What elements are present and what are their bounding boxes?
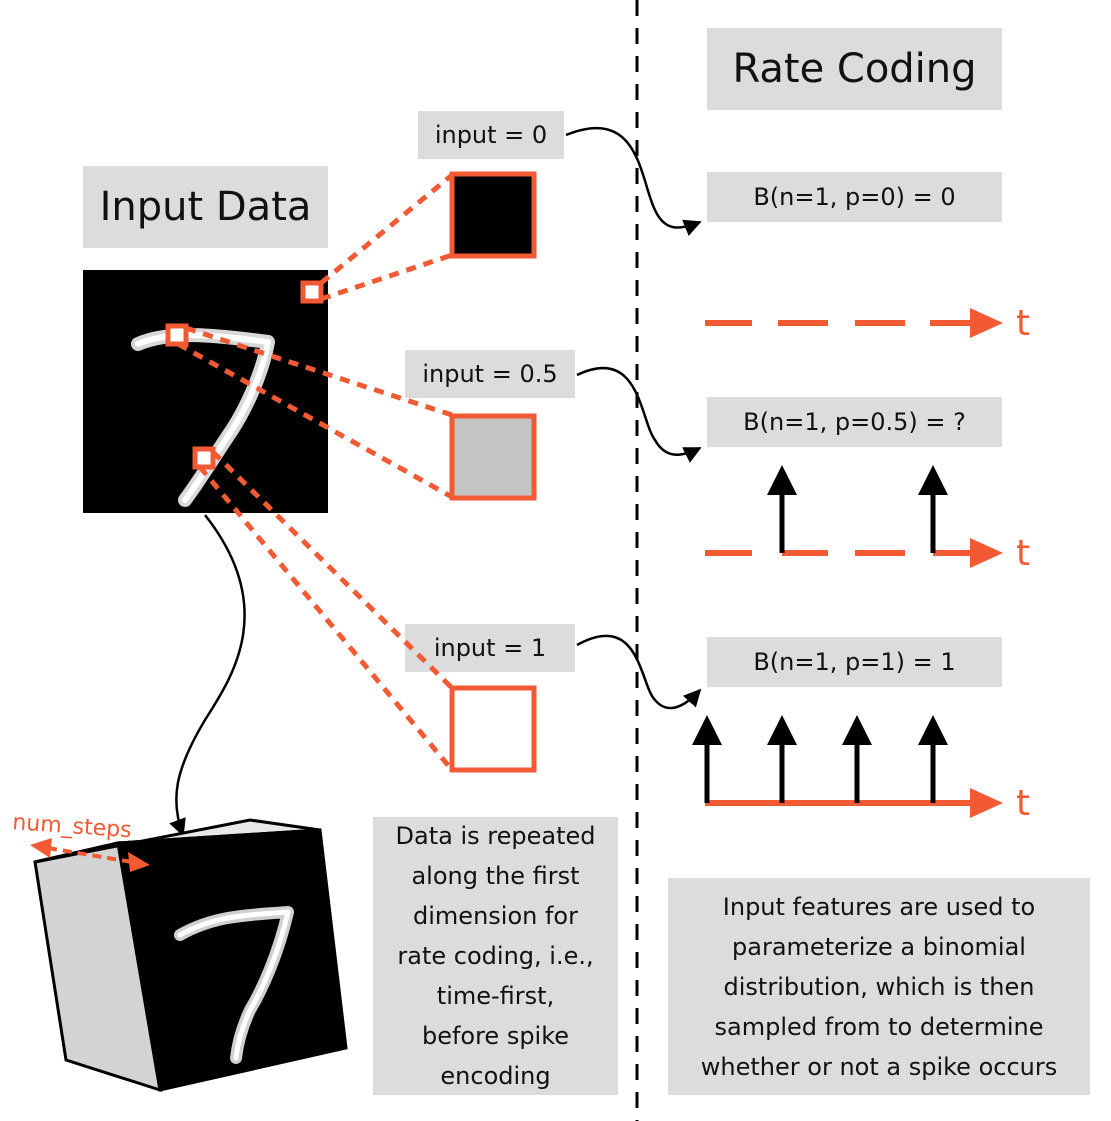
- left-note-line: dimension for: [413, 902, 578, 930]
- left-note-line: rate coding, i.e.,: [397, 942, 594, 970]
- zoomed-pixel-1: [449, 685, 537, 773]
- left-note-line: before spike: [421, 1022, 570, 1050]
- time-axis-label: t: [1016, 533, 1030, 574]
- formula-box-0: B(n=1, p=0) = 0: [707, 172, 1002, 222]
- timeline-no-spikes: [705, 308, 1003, 338]
- right-note-line: whether or not a spike occurs: [700, 1052, 1058, 1081]
- timeline-two-spikes: [705, 465, 1003, 568]
- time-axis-label: t: [1016, 303, 1030, 344]
- input-label-1: input = 1: [405, 624, 575, 672]
- zoomed-pixel-0: [449, 171, 537, 259]
- left-note: Data is repeated along the first dimensi…: [373, 817, 618, 1095]
- pixel-marker-0: [300, 280, 324, 304]
- right-note-line: Input features are used to: [722, 892, 1036, 921]
- input-data-title: Input Data: [83, 166, 328, 248]
- repeated-data-cube: [33, 818, 348, 1093]
- pixel-marker-1: [192, 446, 216, 470]
- mnist-digit-image: [83, 270, 328, 513]
- curve-arrow-1: [576, 634, 702, 710]
- zoomed-pixel-half: [449, 413, 537, 501]
- timeline-four-spikes: [692, 715, 1003, 818]
- right-note-line: parameterize a binomial: [732, 932, 1026, 961]
- rate-coding-title: Rate Coding: [707, 28, 1002, 110]
- curve-arrow-0: [565, 126, 702, 236]
- right-note-line: distribution, which is then: [723, 972, 1035, 1001]
- pixel-marker-half: [165, 323, 189, 347]
- left-note-line: time-first,: [436, 982, 555, 1010]
- right-note-line: sampled from to determine: [714, 1012, 1044, 1041]
- right-note: Input features are used to parameterize …: [668, 878, 1090, 1095]
- left-note-line: Data is repeated: [395, 822, 596, 850]
- zoom-connectors: [176, 173, 454, 772]
- left-note-line: along the first: [411, 862, 580, 890]
- image-to-cube-arrow: [169, 514, 246, 837]
- left-note-line: encoding: [440, 1062, 551, 1090]
- input-label-0: input = 0: [418, 111, 564, 159]
- time-axis-label: t: [1016, 783, 1030, 824]
- formula-box-half: B(n=1, p=0.5) = ?: [707, 397, 1002, 447]
- formula-box-1: B(n=1, p=1) = 1: [707, 637, 1002, 687]
- num-steps-label: num_steps: [12, 810, 133, 843]
- curve-arrow-half: [576, 366, 702, 463]
- num-steps-arrow: [30, 838, 150, 872]
- input-label-half: input = 0.5: [405, 350, 575, 398]
